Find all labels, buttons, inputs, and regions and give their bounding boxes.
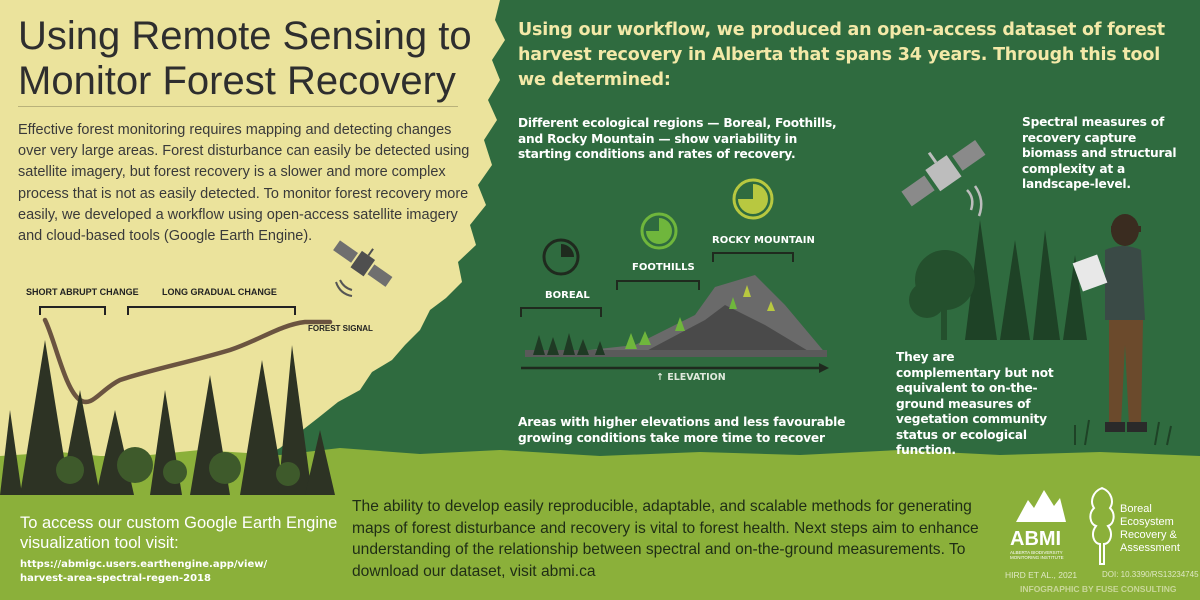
short-change-label: SHORT ABRUPT CHANGE <box>26 287 139 297</box>
intro-paragraph: Effective forest monitoring requires map… <box>18 122 470 245</box>
eco-regions-text: Different ecological regions — Boreal, F… <box>518 116 837 161</box>
complement-text: They are complementary but not equivalen… <box>896 350 1054 457</box>
tool-url[interactable]: https://abmigc.users.earthengine.app/vie… <box>20 558 340 586</box>
page-title: Using Remote Sensing to Monitor Forest R… <box>18 14 478 104</box>
elevation-diagram <box>520 252 829 373</box>
region-boreal-label: BOREAL <box>545 290 590 301</box>
abmi-logo-text: ABMI <box>1010 528 1062 550</box>
berra-logo-text: Boreal Ecosystem Recovery & Assessment <box>1120 503 1180 555</box>
tool-url-line-2[interactable]: harvest-area-spectral-regen-2018 <box>20 573 211 584</box>
spectral-text: Spectral measures of recovery capture bi… <box>1022 115 1177 191</box>
berra-line-4: Assessment <box>1120 542 1180 554</box>
berra-line-3: Recovery & <box>1120 529 1177 541</box>
doi: DOI: 10.3390/RS13234745 <box>1102 570 1199 579</box>
right-heading: Using our workflow, we produced an open-… <box>518 20 1165 90</box>
title-line-1: Using Remote Sensing to <box>18 14 472 58</box>
elevation-text: Areas with higher elevations and less fa… <box>518 415 846 445</box>
boreal-recovery-pie-icon <box>542 238 580 276</box>
cream-panel <box>0 0 505 458</box>
elevation-label: ↑ ELEVATION <box>656 372 726 383</box>
region-rocky-label: ROCKY MOUNTAIN <box>712 235 815 246</box>
forest-signal-label: FOREST SIGNAL <box>308 324 373 333</box>
title-divider <box>18 106 458 107</box>
title-line-2: Monitor Forest Recovery <box>18 59 456 103</box>
access-text: To access our custom Google Earth Engine… <box>20 514 338 552</box>
berra-tree-logo-icon <box>1089 486 1115 565</box>
berra-line-1: Boreal <box>1120 503 1152 515</box>
abmi-logo-icon <box>1016 490 1066 522</box>
tool-url-line-1[interactable]: https://abmigc.users.earthengine.app/vie… <box>20 559 268 570</box>
foothills-recovery-pie-icon <box>640 212 678 250</box>
satellite-icon <box>333 240 393 297</box>
right-forest-and-researcher <box>909 214 1172 446</box>
satellite-large-icon <box>901 139 986 217</box>
bottom-paragraph: The ability to develop easily reproducib… <box>352 498 979 580</box>
rocky-recovery-pie-icon <box>732 178 774 220</box>
infographic-credit: INFOGRAPHIC BY FUSE CONSULTING <box>1020 584 1177 594</box>
forest-signal-graph <box>39 306 333 405</box>
region-foothills-label: FOOTHILLS <box>632 262 695 273</box>
citation: HIRD ET AL., 2021 <box>1005 570 1078 580</box>
berra-line-2: Ecosystem <box>1120 516 1174 528</box>
long-change-label: LONG GRADUAL CHANGE <box>162 287 277 297</box>
abmi-logo-subtitle: ALBERTA BIODIVERSITY MONITORING INSTITUT… <box>1010 550 1064 560</box>
left-forest-silhouette <box>0 340 335 495</box>
